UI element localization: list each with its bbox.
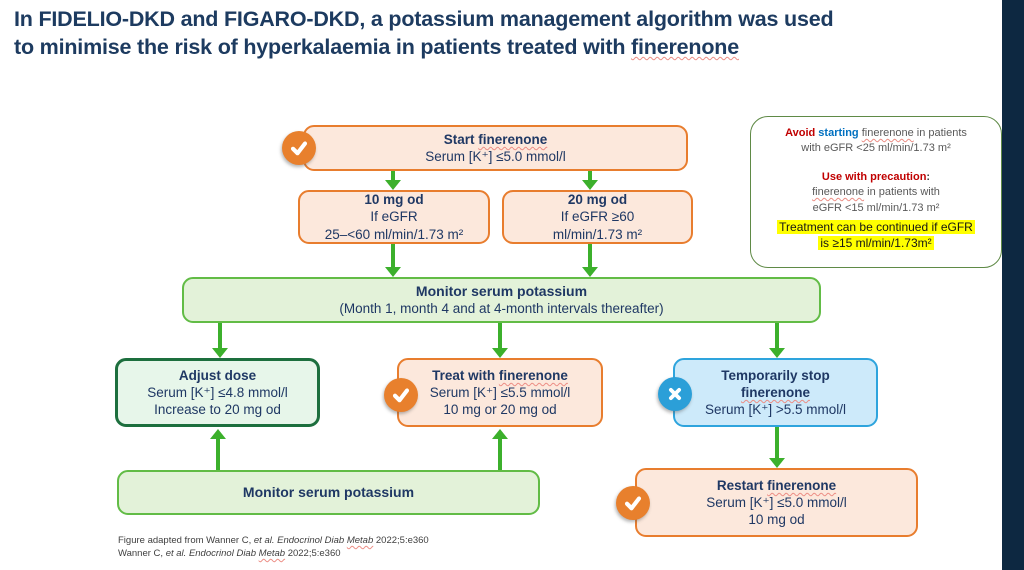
arrow-monitor-to-treat [492,323,508,358]
monitor-potassium-bottom-box: Monitor serum potassium [117,470,540,515]
precaution-bold: Use with precaution [821,170,927,183]
box-heading: Start finerenone [444,131,548,148]
precaution-heading: Use with precaution: [751,170,1001,185]
avoid-line-1: Avoid starting finerenone in patients [751,126,1001,141]
box-heading: Treat with finerenone [432,367,568,384]
avoid-line-rest: in patients [913,127,967,139]
precaution-line-3: eGFR <15 ml/min/1.73 m² [812,201,940,214]
box-line: If eGFR [370,209,418,225]
box-line: 25–<60 ml/min/1.73 m² [324,226,464,242]
drug-word: finerenone [498,367,568,383]
treat-finerenone-box: Treat with finerenone Serum [K⁺] ≤5.5 mm… [397,358,603,427]
arrow-bottom-monitor-to-adjust [210,429,226,470]
citation-italic: et al. Endocrinol Diab [253,535,347,546]
box-line: Serum [K⁺] >5.5 mmol/l [704,402,847,418]
citation-text: Wanner C, [118,547,166,559]
arrow-start-to-10mg [385,171,401,190]
arrow-stop-to-restart [769,427,785,468]
citation-metab: Metab [258,547,286,559]
citation-text: Figure adapted from Wanner C, [118,535,254,546]
check-icon [616,486,650,520]
highlight-line-1: Treatment can be continued if eGFR [751,219,1001,236]
box-line: Increase to 20 mg od [154,402,281,418]
citation-text: 2022;5:e360 [285,547,341,559]
box-heading: Restart finerenone [717,477,836,494]
citation-italic: et al. Endocrinol Diab [165,547,259,559]
drug-word: finerenone [861,127,914,139]
highlight-text: is ≥15 ml/min/1.73m² [818,235,934,250]
box-line: If eGFR ≥60 [560,209,635,225]
check-icon [384,378,418,412]
drug-word: finerenone [767,477,837,493]
title-drug-word: finerenone [631,34,739,59]
arrow-20mg-to-monitor [582,244,598,277]
citation-footer: Figure adapted from Wanner C, et al. End… [118,535,429,561]
box-heading: Adjust dose [178,367,257,383]
box-line: ml/min/1.73 m² [552,226,643,242]
precaution-line-2: finerenone in patients with [751,185,1001,200]
arrow-monitor-to-adjust [212,323,228,358]
box-heading: Temporarily stop finerenone [721,367,830,401]
monitor-potassium-box: Monitor serum potassium (Month 1, month … [182,277,821,323]
slide-edge-bar [1002,0,1024,570]
temporarily-stop-box: Temporarily stop finerenone Serum [K⁺] >… [673,358,878,427]
title-line-1: In FIDELIO-DKD and FIGARO-DKD, a potassi… [14,7,834,31]
citation-line-2: Wanner C, et al. Endocrinol Diab Metab 2… [118,548,429,561]
box-heading: Monitor serum potassium [415,282,588,299]
box-line: 10 mg or 20 mg od [443,402,557,418]
starting-word: starting [815,127,862,139]
arrow-start-to-20mg [582,171,598,190]
citation-text: 2022;5:e360 [373,535,429,546]
box-line: Serum [K⁺] ≤5.5 mmol/l [429,384,571,400]
heading-text: Restart [716,477,768,493]
start-finerenone-box: Start finerenone Serum [K⁺] ≤5.0 mmol/l [303,125,688,171]
highlighted-note: Treatment can be continued if eGFR is ≥1… [751,219,1001,252]
drug-word: finerenone [812,186,865,199]
arrow-monitor-to-stop [769,323,785,358]
spacer [751,157,1001,170]
avoid-line-2: with eGFR <25 ml/min/1.73 m² [801,142,951,155]
title-line-2: to minimise the risk of hyperkalaemia in… [14,34,974,62]
highlight-text: Treatment can be continued if eGFR [777,219,975,234]
box-line: Serum [K⁺] ≤5.0 mmol/l [706,494,847,510]
egfr-guidance-panel: Avoid starting finerenone in patients wi… [750,116,1002,268]
precaution-line-rest: in patients with [864,186,940,199]
box-heading: 10 mg od [364,192,424,208]
check-icon [282,131,316,165]
page-title: In FIDELIO-DKD and FIGARO-DKD, a potassi… [14,6,974,62]
box-heading: Monitor serum potassium [242,483,415,500]
box-line: Serum [K⁺] ≤5.0 mmol/l [425,149,566,164]
citation-line-1: Figure adapted from Wanner C, et al. End… [118,535,429,548]
dose-20mg-box: 20 mg od If eGFR ≥60 ml/min/1.73 m² [502,190,693,244]
title-line-2-text: to minimise the risk of hyperkalaemia in… [14,34,632,59]
citation-metab: Metab [346,535,374,546]
precaution-colon: : [926,170,931,183]
box-line: 10 mg od [748,512,805,528]
adjust-dose-box: Adjust dose Serum [K⁺] ≤4.8 mmol/l Incre… [115,358,320,427]
box-line: (Month 1, month 4 and at 4-month interva… [339,301,664,317]
heading-text: Start [443,131,479,147]
heading-text: Treat with [432,367,499,383]
arrow-bottom-monitor-to-treat [492,429,508,470]
avoid-word: Avoid [785,127,816,139]
box-line: Serum [K⁺] ≤4.8 mmol/l [147,384,288,400]
restart-finerenone-box: Restart finerenone Serum [K⁺] ≤5.0 mmol/… [635,468,918,537]
heading-text: Temporarily stop [721,367,830,383]
highlight-line-2: is ≥15 ml/min/1.73m² [751,235,1001,252]
box-heading: 20 mg od [567,192,628,208]
dose-10mg-box: 10 mg od If eGFR 25–<60 ml/min/1.73 m² [298,190,490,244]
drug-word: finerenone [478,131,548,147]
drug-word: finerenone [740,384,810,400]
arrow-10mg-to-monitor [385,244,401,277]
x-icon [658,377,692,411]
